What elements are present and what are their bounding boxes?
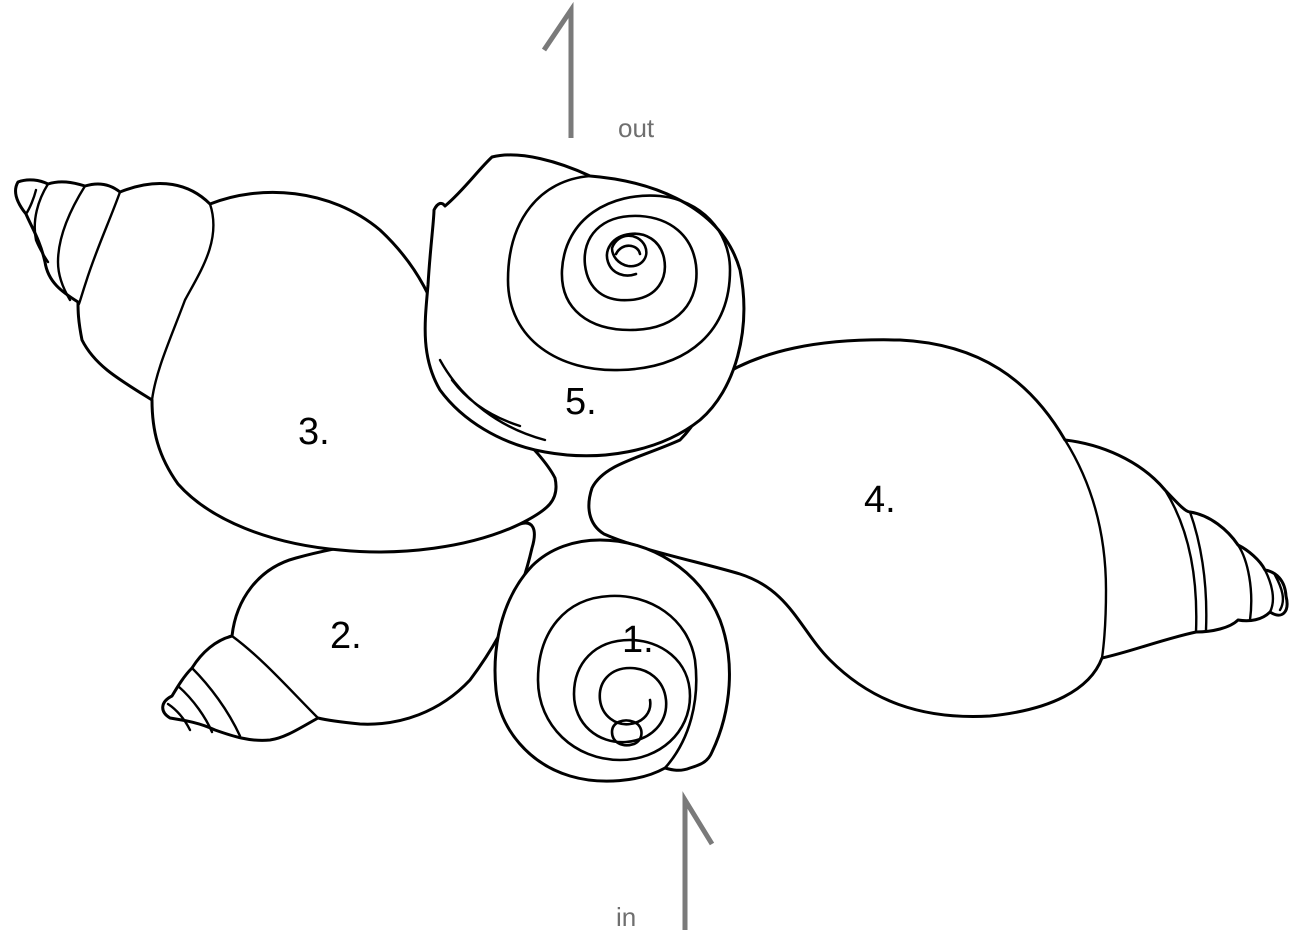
shell-1 bbox=[495, 540, 729, 781]
shell-label-4: 4. bbox=[864, 479, 896, 521]
in-arrow bbox=[685, 800, 712, 930]
shell-label-2: 2. bbox=[330, 615, 362, 657]
shell-label-5: 5. bbox=[565, 381, 597, 423]
out-arrow-shaft bbox=[544, 10, 571, 138]
in-arrow-shaft bbox=[685, 800, 712, 930]
shell-label-1: 1. bbox=[622, 619, 654, 661]
out-arrow-label: out bbox=[618, 113, 655, 143]
in-arrow-label: in bbox=[616, 902, 636, 932]
shell-label-3: 3. bbox=[298, 411, 330, 453]
out-arrow bbox=[544, 10, 571, 138]
